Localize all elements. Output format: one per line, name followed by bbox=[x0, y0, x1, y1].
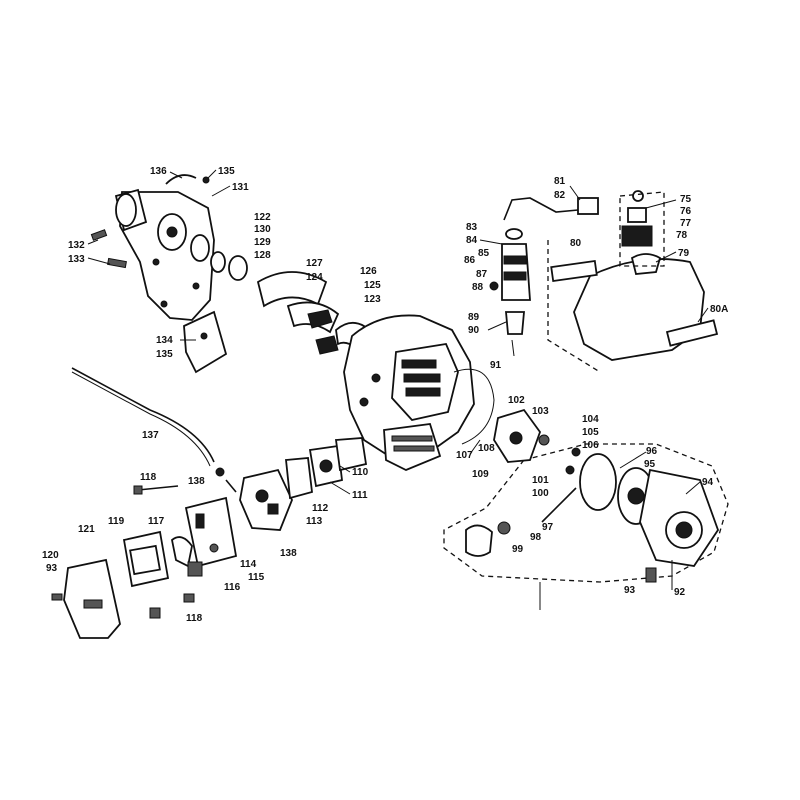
label-135: 135 bbox=[218, 166, 235, 177]
label-128: 128 bbox=[254, 250, 271, 261]
label-132: 132 bbox=[68, 240, 85, 251]
label-77: 77 bbox=[680, 218, 692, 229]
label-115: 115 bbox=[248, 572, 265, 583]
label-98: 98 bbox=[530, 532, 542, 543]
label-137: 137 bbox=[142, 430, 159, 441]
label-79: 79 bbox=[678, 248, 690, 259]
part-labels: 136 135 131 132 133 122 130 129 128 127 … bbox=[42, 166, 728, 624]
label-104: 104 bbox=[582, 414, 599, 425]
label-136: 136 bbox=[150, 166, 167, 177]
label-124: 124 bbox=[306, 272, 323, 283]
label-87: 87 bbox=[476, 269, 488, 280]
label-86: 86 bbox=[464, 255, 476, 266]
label-97: 97 bbox=[542, 522, 554, 533]
label-78: 78 bbox=[676, 230, 688, 241]
label-107: 107 bbox=[456, 450, 473, 461]
label-112: 112 bbox=[312, 503, 329, 514]
label-110: 110 bbox=[352, 467, 369, 478]
label-75: 75 bbox=[680, 194, 692, 205]
label-131: 131 bbox=[232, 182, 249, 193]
label-134: 134 bbox=[156, 335, 173, 346]
label-83: 83 bbox=[466, 222, 478, 233]
label-120: 120 bbox=[42, 550, 59, 561]
label-127: 127 bbox=[306, 258, 323, 269]
label-118b: 118 bbox=[186, 613, 203, 624]
label-76: 76 bbox=[680, 206, 692, 217]
label-93b: 93 bbox=[624, 585, 636, 596]
label-108: 108 bbox=[478, 443, 495, 454]
label-81: 81 bbox=[554, 176, 566, 187]
label-100: 100 bbox=[532, 488, 549, 499]
label-93: 93 bbox=[46, 563, 58, 574]
label-80: 80 bbox=[570, 238, 582, 249]
label-105: 105 bbox=[582, 427, 599, 438]
label-85: 85 bbox=[478, 248, 490, 259]
label-92: 92 bbox=[674, 587, 686, 598]
fuel-pump-assembly bbox=[489, 197, 599, 357]
label-80a: 80A bbox=[710, 304, 728, 315]
label-111: 111 bbox=[352, 490, 368, 501]
label-95: 95 bbox=[644, 459, 656, 470]
label-138b: 138 bbox=[280, 548, 297, 559]
throttle-cable bbox=[71, 367, 237, 493]
starter-assembly bbox=[443, 408, 729, 583]
label-88: 88 bbox=[472, 282, 484, 293]
label-102: 102 bbox=[508, 395, 525, 406]
fuel-tank bbox=[547, 190, 719, 373]
label-138: 138 bbox=[188, 476, 205, 487]
label-135b: 135 bbox=[156, 349, 173, 360]
label-82: 82 bbox=[554, 190, 566, 201]
label-109: 109 bbox=[472, 469, 489, 480]
label-117: 117 bbox=[148, 516, 165, 527]
carburetor-assembly bbox=[133, 437, 368, 531]
label-126: 126 bbox=[360, 266, 377, 277]
label-96: 96 bbox=[646, 446, 658, 457]
label-84: 84 bbox=[466, 235, 478, 246]
label-129: 129 bbox=[254, 237, 271, 248]
label-91: 91 bbox=[490, 360, 502, 371]
label-123: 123 bbox=[364, 294, 381, 305]
clutch-shoes bbox=[256, 271, 366, 355]
label-113: 113 bbox=[306, 516, 323, 527]
label-125: 125 bbox=[364, 280, 381, 291]
label-122: 122 bbox=[254, 212, 271, 223]
leader-lines bbox=[87, 169, 709, 610]
label-119: 119 bbox=[108, 516, 125, 527]
engine-block bbox=[343, 314, 495, 471]
label-130: 130 bbox=[254, 224, 271, 235]
label-94: 94 bbox=[702, 477, 714, 488]
label-118: 118 bbox=[140, 472, 157, 483]
clutch-housing-assembly bbox=[90, 174, 248, 374]
label-89: 89 bbox=[468, 312, 480, 323]
label-101: 101 bbox=[532, 475, 549, 486]
label-103: 103 bbox=[532, 406, 549, 417]
air-filter-assembly bbox=[51, 496, 238, 639]
label-114: 114 bbox=[240, 559, 257, 570]
label-116: 116 bbox=[224, 582, 241, 593]
label-90: 90 bbox=[468, 325, 480, 336]
label-99: 99 bbox=[512, 544, 524, 555]
label-133: 133 bbox=[68, 254, 85, 265]
label-121: 121 bbox=[78, 524, 95, 535]
label-106: 106 bbox=[582, 440, 599, 451]
